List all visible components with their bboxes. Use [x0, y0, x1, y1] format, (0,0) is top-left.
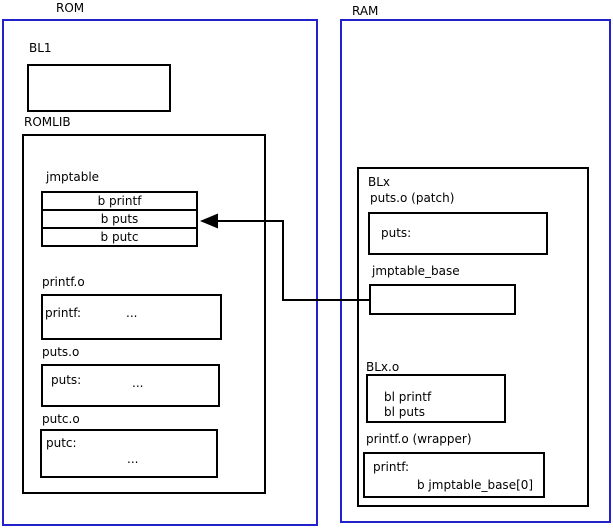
printf-symbol: printf: — [45, 306, 82, 320]
putc-symbol: putc: — [46, 436, 77, 450]
jmptable-row-b-puts: b puts — [41, 209, 198, 229]
printf-o-box: printf: ... — [41, 294, 222, 340]
puts-body-ellipsis: ... — [132, 376, 144, 390]
bl1-label: BL1 — [29, 41, 52, 55]
jmptable-base-label: jmptable_base — [372, 264, 460, 278]
puts-o-box: puts: ... — [41, 364, 220, 407]
jmptable-row-b-putc: b putc — [41, 227, 198, 247]
putc-o-label: putc.o — [42, 412, 80, 426]
romlib-label: ROMLIB — [24, 115, 71, 129]
bl1-box — [27, 64, 171, 112]
printf-wrapper-branch: b jmptable_base[0] — [417, 478, 534, 492]
blx-o-line-bl-printf: bl printf — [384, 390, 432, 404]
puts-o-label: puts.o — [42, 345, 80, 359]
printf-body-ellipsis: ... — [126, 306, 138, 320]
printf-wrapper-label: printf.o (wrapper) — [366, 432, 472, 446]
jmptable-base-box — [369, 284, 516, 315]
blx-o-box: bl printf bl puts — [366, 374, 506, 423]
blx-o-label: BLx.o — [366, 360, 400, 374]
printf-wrapper-symbol: printf: — [373, 460, 410, 474]
ram-title: RAM — [352, 4, 379, 18]
blx-label: BLx — [368, 175, 391, 189]
puts-patch-symbol: puts: — [381, 226, 412, 240]
printf-o-label: printf.o — [42, 275, 85, 289]
putc-o-box: putc: ... — [40, 429, 218, 478]
puts-symbol: puts: — [51, 373, 82, 387]
puts-patch-box: puts: — [368, 212, 548, 255]
puts-patch-label: puts.o (patch) — [370, 191, 455, 205]
rom-title: ROM — [56, 1, 85, 15]
blx-box — [357, 167, 589, 507]
jmptable-rows: b printf b puts b putc — [41, 191, 198, 247]
romlib-box — [22, 134, 266, 494]
blx-o-line-bl-puts: bl puts — [384, 405, 425, 419]
printf-wrapper-box: printf: b jmptable_base[0] — [363, 452, 545, 498]
putc-body-ellipsis: ... — [127, 452, 139, 466]
jmptable-row-b-printf: b printf — [41, 191, 198, 211]
jmptable-label: jmptable — [46, 170, 100, 184]
